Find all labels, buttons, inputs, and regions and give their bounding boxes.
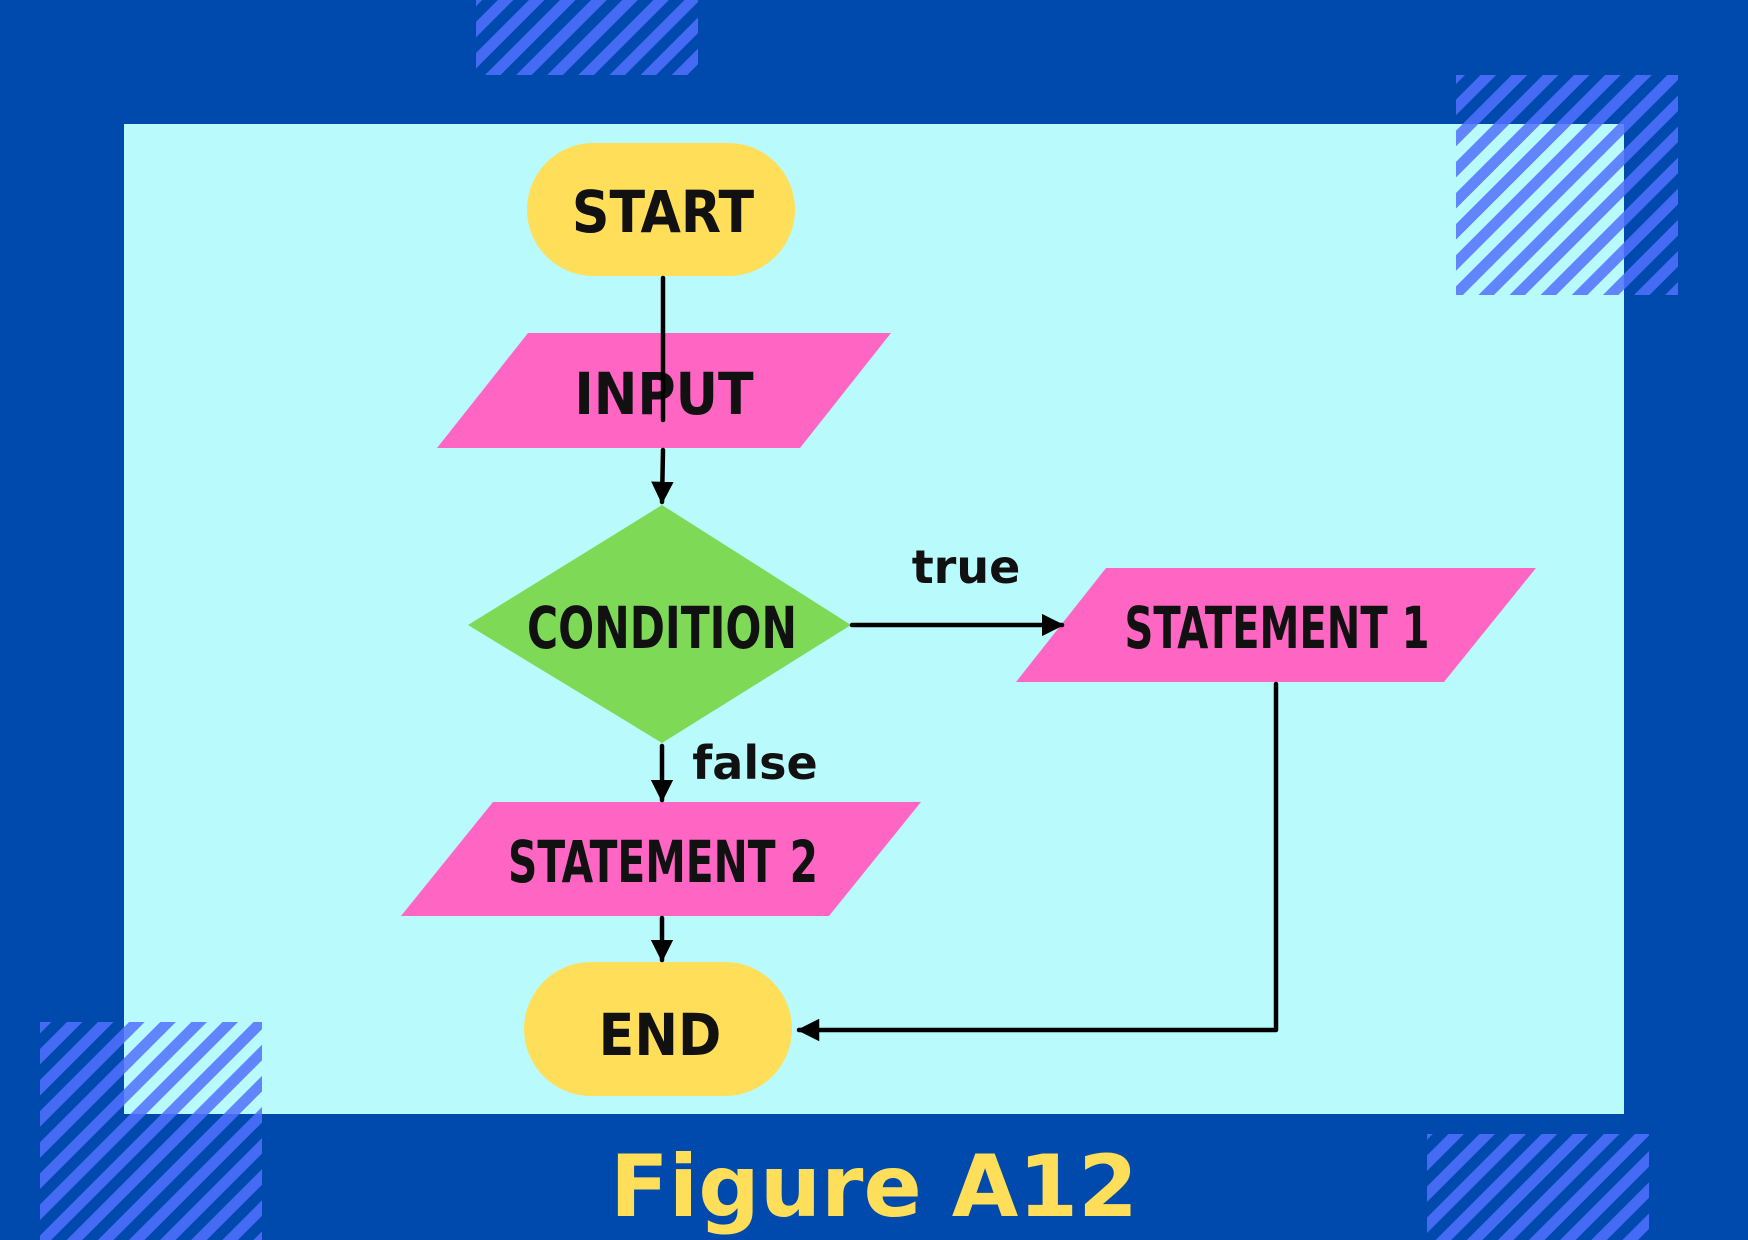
stripe-decoration-bottom-right bbox=[1427, 1134, 1649, 1240]
edge-input-to-condition bbox=[651, 447, 674, 505]
figure-caption: Figure A12 bbox=[610, 1137, 1138, 1237]
edge-statement-1-to-end bbox=[796, 681, 1279, 1042]
node-start: START bbox=[527, 143, 795, 276]
node-statement-2: STATEMENT 2 bbox=[401, 802, 921, 916]
node-statement-1-label: STATEMENT 1 bbox=[1125, 594, 1430, 662]
stripe-decoration-top bbox=[476, 0, 698, 75]
stripe-decoration-bottom-left bbox=[40, 1022, 262, 1240]
node-start-label: START bbox=[572, 178, 755, 246]
edge-label-false: false bbox=[692, 736, 817, 790]
node-condition-label: CONDITION bbox=[527, 594, 797, 662]
stripe-decoration-top-right bbox=[1456, 75, 1678, 295]
edge-label-true: true bbox=[912, 540, 1021, 594]
node-end-label: END bbox=[599, 1001, 722, 1069]
node-end: END bbox=[524, 962, 792, 1096]
node-statement-1: STATEMENT 1 bbox=[1016, 568, 1536, 682]
node-statement-2-label: STATEMENT 2 bbox=[508, 828, 818, 896]
node-condition: CONDITION bbox=[468, 505, 851, 743]
